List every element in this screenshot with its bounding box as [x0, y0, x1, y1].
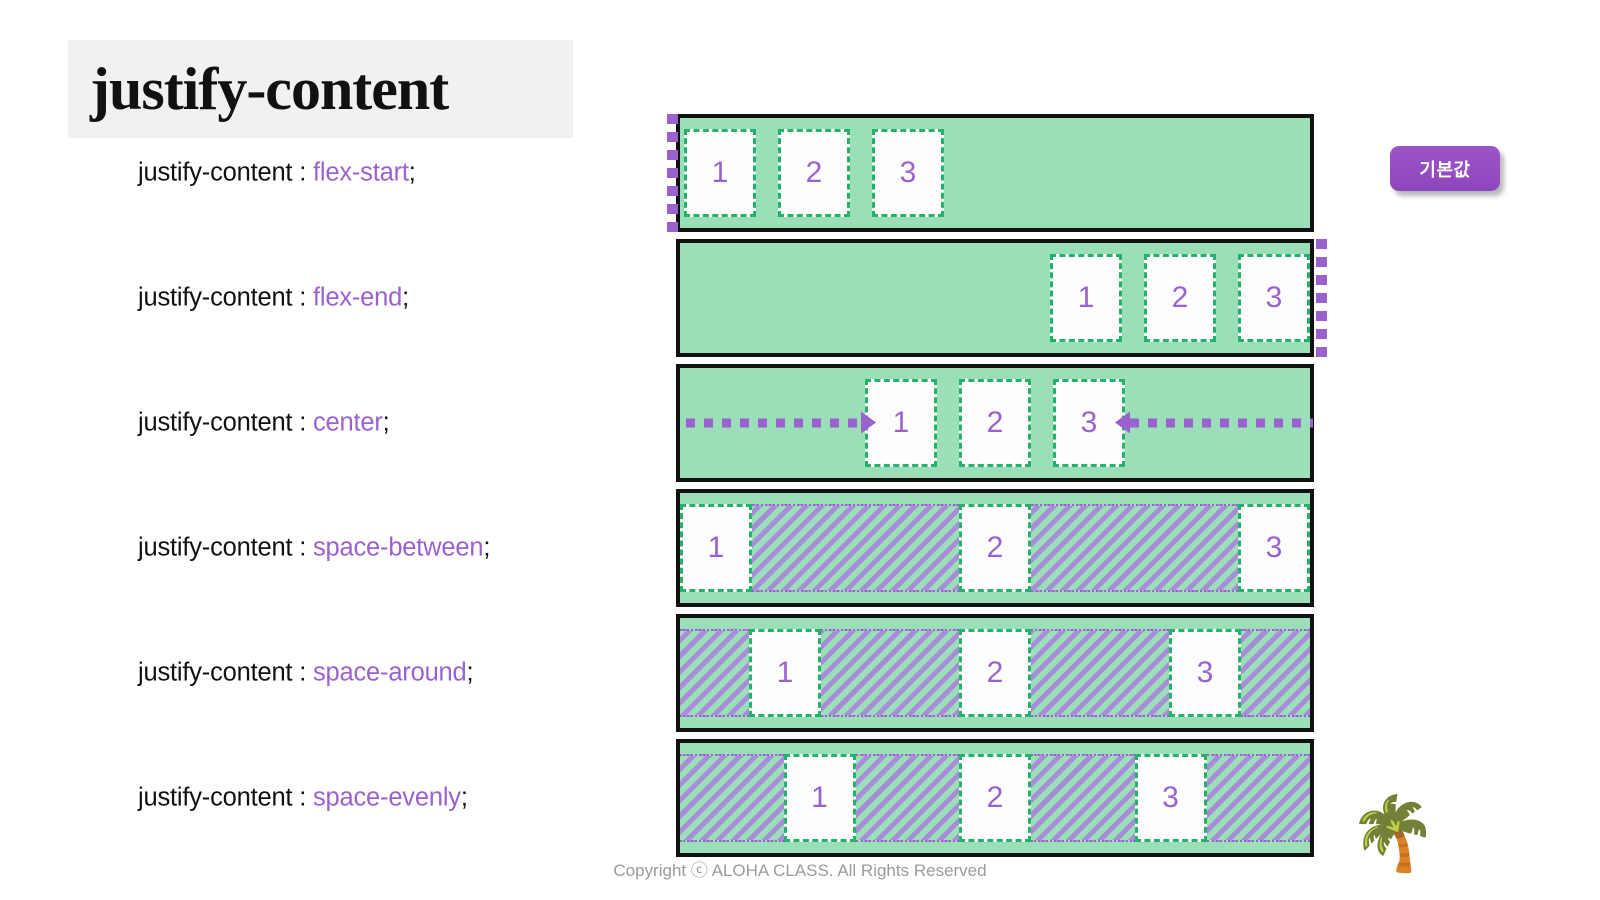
- row-label-space-between: justify-content : space-between;: [138, 533, 490, 562]
- arrow-left-icon: [1115, 411, 1313, 434]
- flex-item-3: 3: [1169, 628, 1241, 717]
- space-gap-edge: [1241, 628, 1310, 717]
- row-label-space-evenly: justify-content : space-evenly;: [138, 783, 468, 812]
- flex-item-1: 1: [680, 503, 752, 592]
- flex-container-flex-end: 1 2 3: [676, 238, 1314, 357]
- arrow-line: [686, 418, 861, 427]
- flex-item-1: 1: [865, 378, 937, 467]
- terminator: ;: [402, 283, 409, 311]
- property-name: justify-content: [138, 658, 293, 686]
- demo-row-center: justify-content : center; 1 2 3: [0, 360, 1600, 485]
- flex-container-space-evenly: 1 2 3: [676, 738, 1314, 857]
- end-edge-marker: [1316, 238, 1327, 357]
- demo-row-flex-start: justify-content : flex-start; 1 2 3: [0, 110, 1600, 235]
- demo-row-space-around: justify-content : space-around; 1 2 3: [0, 610, 1600, 735]
- row-label-center: justify-content : center;: [138, 408, 390, 437]
- arrow-line: [1130, 418, 1313, 427]
- property-value: space-evenly: [312, 783, 461, 811]
- arrow-head: [861, 411, 876, 434]
- flex-item-3: 3: [1238, 253, 1310, 342]
- arrow-head: [1115, 411, 1130, 434]
- flex-item-2: 2: [1144, 253, 1216, 342]
- title-block: justify-content: [68, 40, 573, 138]
- terminator: ;: [382, 408, 390, 436]
- start-edge-marker: [667, 113, 678, 232]
- property-name: justify-content: [138, 533, 293, 561]
- space-gap: [855, 753, 959, 842]
- separator: :: [292, 658, 313, 686]
- property-value: flex-start: [312, 158, 409, 186]
- demo-row-flex-end: justify-content : flex-end; 1 2 3: [0, 235, 1600, 360]
- space-gap: [752, 503, 959, 592]
- property-name: justify-content: [138, 158, 293, 186]
- copyright-footer: Copyright ⓒ ALOHA CLASS. All Rights Rese…: [613, 861, 987, 880]
- flex-item-2: 2: [778, 128, 850, 217]
- page-title: justify-content: [90, 56, 449, 122]
- row-label-space-around: justify-content : space-around;: [138, 658, 474, 687]
- property-value: space-between: [312, 533, 484, 561]
- flex-item-3: 3: [1053, 378, 1125, 467]
- palm-tree-icon: 🌴: [1348, 794, 1438, 874]
- space-gap-edge: [1206, 753, 1310, 842]
- property-value: center: [312, 408, 383, 436]
- default-value-badge: 기본값: [1390, 146, 1500, 191]
- demo-row-space-between: justify-content : space-between; 1 2 3: [0, 485, 1600, 610]
- separator: :: [292, 533, 313, 561]
- row-label-flex-start: justify-content : flex-start;: [138, 158, 416, 187]
- space-gap-edge: [680, 753, 784, 842]
- flex-item-1: 1: [684, 128, 756, 217]
- flex-item-3: 3: [1134, 753, 1207, 842]
- property-name: justify-content: [138, 283, 293, 311]
- flex-item-2: 2: [959, 628, 1031, 717]
- separator: :: [292, 158, 313, 186]
- property-value: space-around: [312, 658, 467, 686]
- flex-item-1: 1: [1050, 253, 1122, 342]
- separator: :: [292, 783, 313, 811]
- space-gap: [1031, 503, 1238, 592]
- property-value: flex-end: [312, 283, 403, 311]
- terminator: ;: [408, 158, 416, 186]
- terminator: ;: [483, 533, 491, 561]
- row-label-flex-end: justify-content : flex-end;: [138, 283, 409, 312]
- property-name: justify-content: [138, 783, 293, 811]
- flex-container-flex-start: 1 2 3: [676, 113, 1314, 232]
- flex-item-2: 2: [959, 503, 1031, 592]
- space-gap: [1031, 753, 1135, 842]
- arrow-right-icon: [686, 411, 876, 434]
- flex-container-space-around: 1 2 3: [676, 613, 1314, 732]
- demo-row-space-evenly: justify-content : space-evenly; 1 2 3: [0, 735, 1600, 860]
- space-gap: [1031, 628, 1169, 717]
- terminator: ;: [466, 658, 474, 686]
- separator: :: [292, 408, 313, 436]
- flex-item-3: 3: [872, 128, 944, 217]
- flex-item-2: 2: [959, 378, 1031, 467]
- flex-item-1: 1: [749, 628, 821, 717]
- terminator: ;: [460, 783, 468, 811]
- flex-item-1: 1: [783, 753, 856, 842]
- space-gap: [821, 628, 959, 717]
- flex-item-2: 2: [959, 753, 1031, 842]
- flex-item-3: 3: [1238, 503, 1310, 592]
- separator: :: [292, 283, 313, 311]
- space-gap-edge: [680, 628, 749, 717]
- flex-container-space-between: 1 2 3: [676, 488, 1314, 607]
- property-name: justify-content: [138, 408, 293, 436]
